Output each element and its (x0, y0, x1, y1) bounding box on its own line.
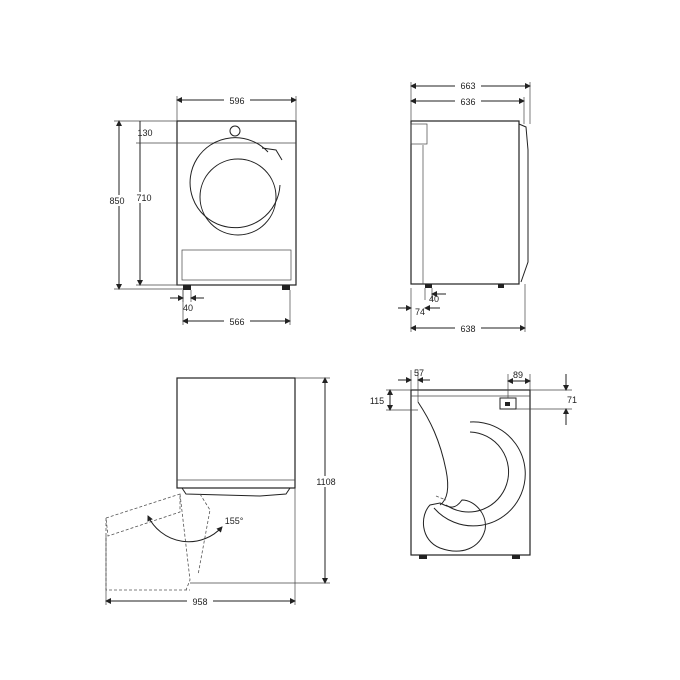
top-cabinet (176, 377, 296, 489)
dim-label-side-foot: 40 (429, 294, 439, 304)
dim-label-door-height: 710 (136, 193, 151, 203)
dim-label-side-depth-base: 638 (460, 324, 475, 334)
dim-label-side-rear-offset: 74 (415, 307, 425, 317)
dim-label-rear-left-height: 115 (370, 396, 384, 406)
angle-arc (147, 515, 223, 543)
front-foot-left (183, 285, 191, 290)
open-door-edge (179, 493, 191, 591)
dim-label-top-panel: 130 (137, 128, 152, 138)
door-glass (199, 158, 277, 236)
side-view: 663 636 40 74 638 (398, 79, 531, 334)
dim-label-front-foot: 40 (183, 303, 193, 313)
door-rotation-line (197, 493, 211, 576)
side-foot-rear (498, 284, 504, 288)
hose-clip (435, 495, 447, 501)
front-foot-right (282, 285, 290, 290)
rear-drum-inner (445, 431, 510, 513)
side-door-profile (518, 123, 529, 283)
dim-label-front-width: 596 (229, 96, 244, 106)
rear-foot-left (419, 555, 427, 559)
door-hinge-base (181, 487, 291, 497)
program-knob (229, 125, 241, 137)
dim-label-rear-right-width: 89 (513, 370, 523, 380)
plinth-panel (181, 249, 292, 281)
side-top-detail (410, 123, 428, 145)
dim-label-front-height: 850 (109, 196, 124, 206)
side-cabinet (410, 120, 520, 285)
dim-label-side-depth-body: 636 (460, 97, 475, 107)
rear-foot-right (512, 555, 520, 559)
front-cabinet (176, 120, 297, 286)
rear-view: 57 89 115 71 (370, 368, 577, 559)
door-handle (261, 147, 283, 161)
drain-hose (417, 401, 449, 506)
dim-label-open-height: 1108 (316, 477, 335, 487)
side-foot-front (425, 284, 432, 288)
rear-drum-outer (433, 421, 526, 527)
dim-label-side-depth-total: 663 (460, 81, 475, 91)
dim-label-rear-left-offset: 57 (414, 368, 424, 378)
door-open-view: 155° 1108 958 (105, 377, 338, 607)
door-outer (189, 137, 281, 229)
rear-cabinet (410, 389, 531, 556)
dim-label-open-width: 958 (192, 597, 207, 607)
dim-label-feet-width: 566 (229, 317, 244, 327)
dim-label-rear-right-height: 71 (567, 395, 577, 405)
open-door-sweep (105, 518, 190, 591)
front-view: 596 850 130 710 40 566 (106, 94, 297, 327)
open-door-ghost (105, 493, 181, 537)
hose-loop (422, 499, 486, 552)
dim-label-door-angle: 155° (225, 516, 244, 526)
